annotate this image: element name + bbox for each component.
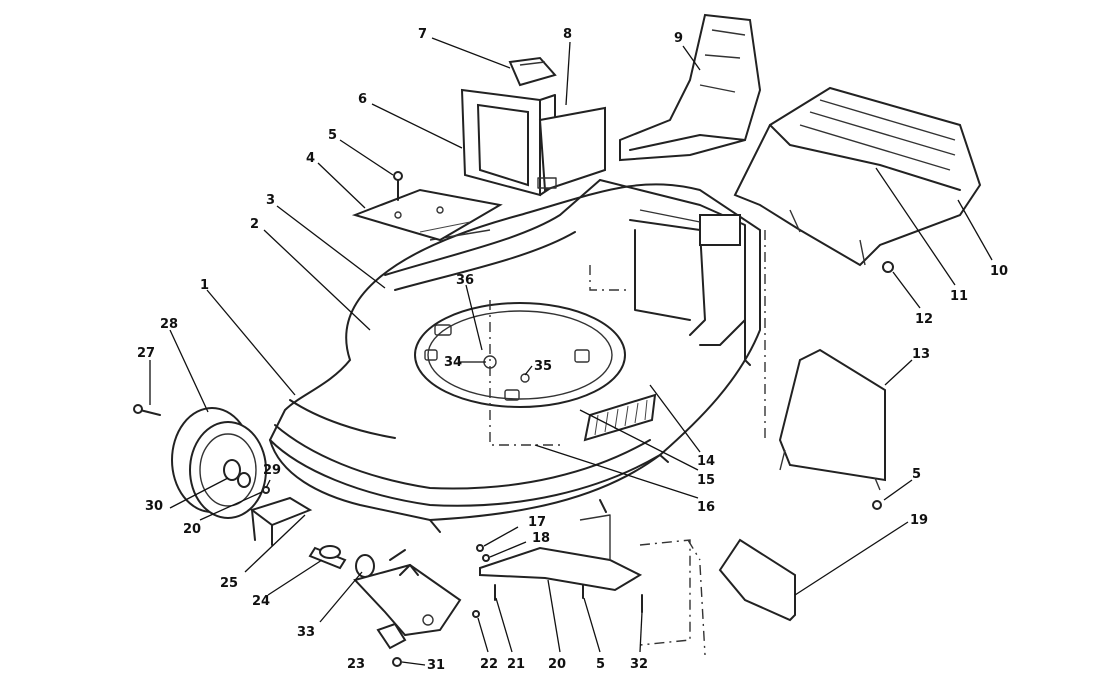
screw-31 [392,657,402,667]
callout-35: 35 [534,359,552,374]
callout-23: 23 [347,657,365,672]
bolt [393,171,403,201]
callout-18: 18 [532,531,550,546]
axle-bracket [249,496,313,546]
callout-24: 24 [252,594,270,609]
leader-lines [149,37,993,666]
callout-1: 1 [200,278,209,293]
callout-34: 34 [444,355,462,370]
chute-frame [460,88,556,197]
callout-25: 25 [220,576,238,591]
side-panel [778,348,886,491]
callout-13: 13 [912,347,930,362]
callout-9: 9 [674,31,683,46]
callout-4: 4 [306,151,315,166]
lower-rail [479,514,691,646]
callout-5-top: 5 [328,128,337,143]
latch [508,56,557,87]
callout-22: 22 [480,657,498,672]
callout-27: 27 [137,346,155,361]
rail [744,239,751,366]
callout-30: 30 [145,499,163,514]
pin [389,549,406,561]
callout-8: 8 [563,27,572,42]
callout-6: 6 [358,92,367,107]
axle [308,545,347,570]
callout-17: 17 [528,515,546,530]
rear-hood [619,13,762,162]
callout-29: 29 [263,463,281,478]
callout-16: 16 [697,500,715,515]
knob [882,261,894,273]
callout-3: 3 [266,193,275,208]
callout-32: 32 [630,657,648,672]
callout-labels: 1 2 3 4 5 6 7 8 9 10 11 12 13 5 14 15 16… [137,27,1008,673]
callout-21: 21 [507,657,525,672]
callout-7: 7 [418,27,427,42]
screw [872,500,882,510]
washer-17 [476,544,484,552]
callout-10: 10 [990,264,1008,279]
washer-18 [482,554,490,562]
callout-28: 28 [160,317,178,332]
wheel-bolt [133,404,161,416]
callout-20-left: 20 [183,522,201,537]
flap [537,106,606,192]
bushing [355,554,375,578]
callout-2: 2 [250,217,259,232]
callout-11: 11 [950,289,968,304]
callout-20-bottom: 20 [548,657,566,672]
clip [376,622,407,650]
vent-grille [583,393,657,442]
callout-5-bottom: 5 [596,657,605,672]
callout-5-right: 5 [912,467,921,482]
grass-bag-cover [733,86,982,267]
wheel [171,407,267,519]
callout-15: 15 [697,473,715,488]
mower-deck [268,179,761,533]
callout-12: 12 [915,312,933,327]
bottom-bracket [718,538,796,622]
callout-36: 36 [456,273,474,288]
callout-33: 33 [297,625,315,640]
height-adjuster [353,563,462,637]
callout-31: 31 [427,658,445,673]
callout-19: 19 [910,513,928,528]
callout-14: 14 [697,454,715,469]
nut-22 [472,610,480,618]
